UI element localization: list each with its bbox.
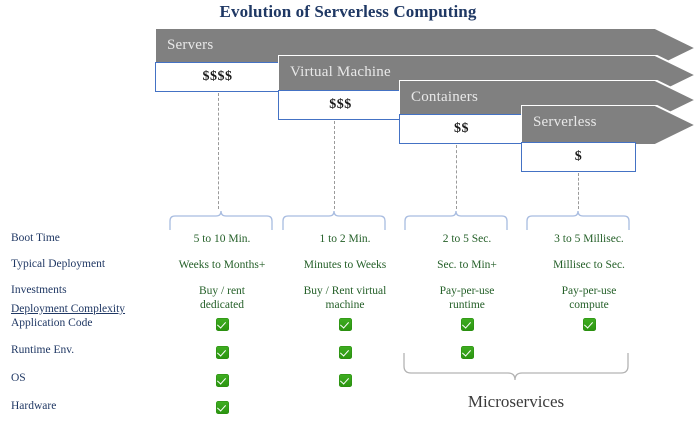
connector-dashed-serverless: [578, 173, 579, 209]
cost-box-containers: $$: [399, 114, 524, 144]
cell-typical-deployment-containers: Sec. to Min+: [437, 259, 497, 271]
cell-boot-time-containers: 2 to 5 Sec.: [442, 233, 492, 245]
row-label-boot-time: Boot Time: [11, 232, 60, 244]
connector-dashed-containers: [456, 145, 457, 209]
cell-boot-time-vm: 1 to 2 Min.: [319, 233, 371, 245]
check-runtime-env-servers: [216, 346, 229, 359]
cell-typical-deployment-vm: Minutes to Weeks: [303, 259, 387, 271]
connector-dashed-servers: [218, 93, 219, 209]
check-application-code-vm: [339, 318, 352, 331]
row-label-hardware: Hardware: [11, 400, 57, 412]
stage-label-containers: Containers: [411, 89, 478, 105]
stage-label-servers: Servers: [167, 37, 214, 53]
row-label-application-code: Application Code: [11, 317, 93, 329]
page-title: Evolution of Serverless Computing: [219, 2, 477, 21]
check-runtime-env-containers: [461, 346, 474, 359]
brace-column-3: [403, 209, 511, 236]
cell-investments-servers: Buy / rent dedicated: [199, 285, 245, 311]
row-label-runtime-env: Runtime Env.: [11, 344, 75, 356]
check-application-code-servers: [216, 318, 229, 331]
cell-boot-time-servers: 5 to 10 Min.: [193, 233, 251, 245]
brace-column-4: [525, 209, 633, 236]
cost-box-serverless: $: [521, 142, 636, 172]
stage-label-serverless: Serverless: [533, 114, 597, 130]
row-label-investments: Investments: [11, 284, 67, 296]
brace-microservices: [402, 352, 630, 389]
row-label-os: OS: [11, 372, 26, 384]
connector-dashed-virtual-machine: [334, 121, 335, 209]
cell-investments-vm: Buy / Rent virtual machine: [303, 285, 387, 311]
cell-boot-time-serverless: 3 to 5 Millisec.: [554, 233, 624, 245]
brace-column-2: [281, 209, 389, 236]
cost-box-virtual-machine: $$$: [278, 90, 403, 120]
check-application-code-serverless: [583, 318, 596, 331]
stage-band-serverless[interactable]: Serverless: [521, 105, 696, 145]
stage-label-virtual-machine: Virtual Machine: [290, 64, 391, 80]
cell-investments-containers: Pay-per-use runtime: [439, 285, 495, 311]
brace-column-1: [168, 209, 276, 236]
row-label-deployment-complexity: Deployment Complexity: [11, 303, 126, 315]
row-label-typical-deployment: Typical Deployment: [11, 258, 106, 270]
arrow-shape-serverless: [521, 105, 696, 145]
cell-typical-deployment-servers: Weeks to Months+: [178, 259, 266, 271]
microservices-label: Microservices: [467, 392, 565, 411]
check-runtime-env-vm: [339, 346, 352, 359]
check-hardware-servers: [216, 401, 229, 414]
check-os-vm: [339, 374, 352, 387]
cell-investments-serverless: Pay-per-use compute: [561, 285, 617, 311]
check-os-servers: [216, 374, 229, 387]
check-application-code-containers: [461, 318, 474, 331]
cost-box-servers: $$$$: [155, 62, 280, 92]
cell-typical-deployment-serverless: Millisec to Sec.: [553, 259, 625, 271]
